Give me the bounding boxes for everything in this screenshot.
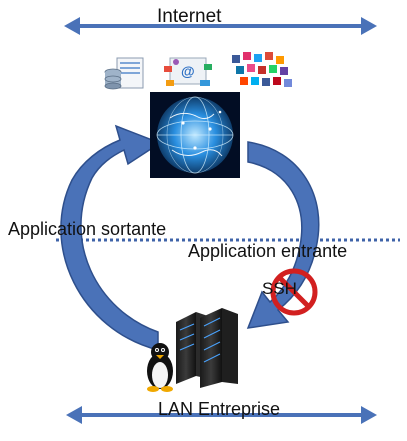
lan-entreprise-label: LAN Entreprise [158, 399, 281, 419]
internet-double-arrow [64, 17, 377, 35]
inbound-application-label: Application entrante [188, 241, 348, 261]
lan-double-arrow [66, 406, 377, 424]
ssh-label: SSH [262, 279, 297, 298]
prohibited-sign-icon [270, 268, 318, 316]
linux-penguin-icon [147, 343, 173, 392]
svg-text:@: @ [181, 63, 195, 79]
inbound-curved-arrow [246, 141, 320, 329]
database-document-icon [104, 57, 144, 90]
outbound-application-label: Application sortante [8, 219, 167, 239]
social-media-icons-cluster [232, 52, 292, 87]
internet-label: Internet [157, 6, 222, 27]
server-rack-icon [176, 308, 238, 388]
email-contacts-icon: @ [164, 57, 212, 86]
internet-globe-icon [150, 92, 240, 178]
outbound-curved-arrow [60, 124, 162, 351]
